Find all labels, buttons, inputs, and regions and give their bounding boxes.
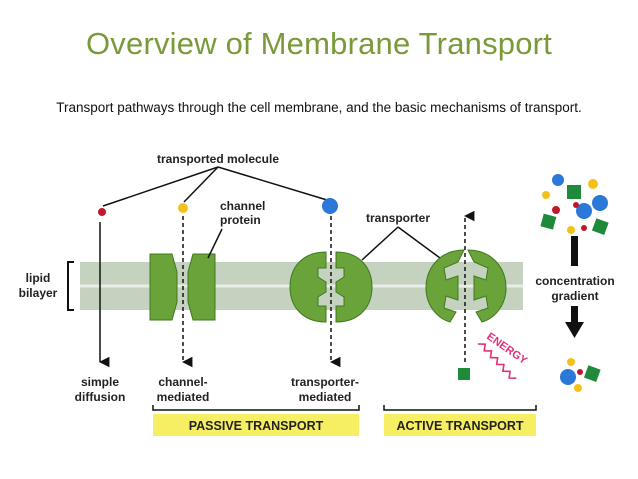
channel-mediated-label-2: mediated — [157, 390, 210, 404]
slide-subtitle: Transport pathways through the cell memb… — [56, 100, 582, 115]
red-molecule — [98, 208, 106, 216]
channel-mediated-label-1: channel- — [158, 375, 207, 389]
protein-label: protein — [220, 213, 261, 227]
channel-protein — [149, 253, 216, 321]
blue-molecule — [322, 198, 338, 214]
energy-zigzag-icon — [477, 343, 517, 379]
energy-label: ENERGY — [484, 331, 529, 368]
gradient-bar — [571, 236, 578, 266]
transporter-mediated-label-2: mediated — [299, 390, 352, 404]
active-transport-banner — [384, 414, 536, 436]
concentration-label: concentration — [535, 274, 614, 288]
high-concentration-cluster — [540, 174, 609, 235]
transported-molecule-pointers — [102, 166, 328, 207]
transported-molecule-label: transported molecule — [157, 152, 279, 166]
gradient-down-arrow-icon — [565, 306, 584, 338]
gradient-label: gradient — [551, 289, 598, 303]
transporter-pointers — [361, 226, 441, 261]
slide-title: Overview of Membrane Transport — [85, 26, 552, 61]
low-concentration-cluster — [560, 358, 601, 392]
channel-pointer — [207, 228, 223, 259]
transporter-mediated-label-1: transporter- — [291, 375, 359, 389]
active-bracket — [383, 405, 537, 411]
channel-label: channel — [220, 199, 265, 213]
active-transport-label: ACTIVE TRANSPORT — [396, 419, 523, 433]
yellow-molecule — [178, 203, 188, 213]
passive-transporter — [289, 251, 373, 323]
active-transporter — [425, 249, 507, 323]
bilayer-bracket — [67, 261, 74, 311]
lipid-label: lipid — [26, 271, 51, 285]
diffusion-label: diffusion — [75, 390, 126, 404]
simple-label: simple — [81, 375, 119, 389]
transporter-label: transporter — [366, 211, 430, 225]
passive-bracket — [152, 405, 360, 411]
green-square-molecule — [458, 368, 470, 380]
passive-transport-label: PASSIVE TRANSPORT — [189, 419, 324, 433]
passive-transport-banner — [153, 414, 359, 436]
bilayer-label: bilayer — [19, 286, 58, 300]
